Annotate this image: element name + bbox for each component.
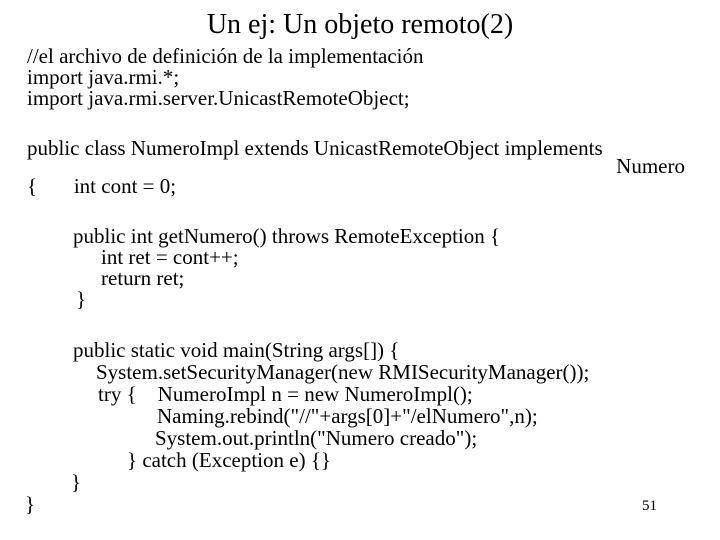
code-line-class-close: }: [25, 492, 36, 516]
code-line-return-ret: return ret;: [101, 266, 185, 290]
code-line-catch: } catch (Exception e) {}: [127, 448, 331, 472]
code-line-class-decl: public class NumeroImpl extends UnicastR…: [27, 136, 603, 160]
code-line-comment: //el archivo de definición de la impleme…: [27, 44, 424, 68]
code-line-main-decl: public static void main(String args[]) {: [73, 338, 400, 362]
code-line-getnumero-close: }: [76, 287, 87, 311]
code-line-naming-rebind: Naming.rebind("//"+args[0]+"/elNumero",n…: [157, 404, 538, 428]
code-line-getnumero-decl: public int getNumero() throws RemoteExce…: [73, 224, 501, 248]
code-line-try-new-impl: try { NumeroImpl n = new NumeroImpl();: [98, 382, 473, 406]
code-line-field-cont: { int cont = 0;: [27, 174, 177, 198]
code-line-class-decl-wrap: Numero: [616, 154, 685, 178]
code-line-import-rmi: import java.rmi.*;: [27, 65, 180, 89]
page-number: 51: [642, 498, 657, 514]
code-line-main-close: }: [71, 470, 82, 494]
code-line-setsecuritymanager: System.setSecurityManager(new RMISecurit…: [96, 360, 590, 384]
code-line-println: System.out.println("Numero creado");: [155, 426, 478, 450]
code-line-import-unicast: import java.rmi.server.UnicastRemoteObje…: [27, 86, 410, 110]
slide-title: Un ej: Un objeto remoto(2): [206, 9, 514, 40]
code-line-int-ret: int ret = cont++;: [101, 245, 239, 269]
